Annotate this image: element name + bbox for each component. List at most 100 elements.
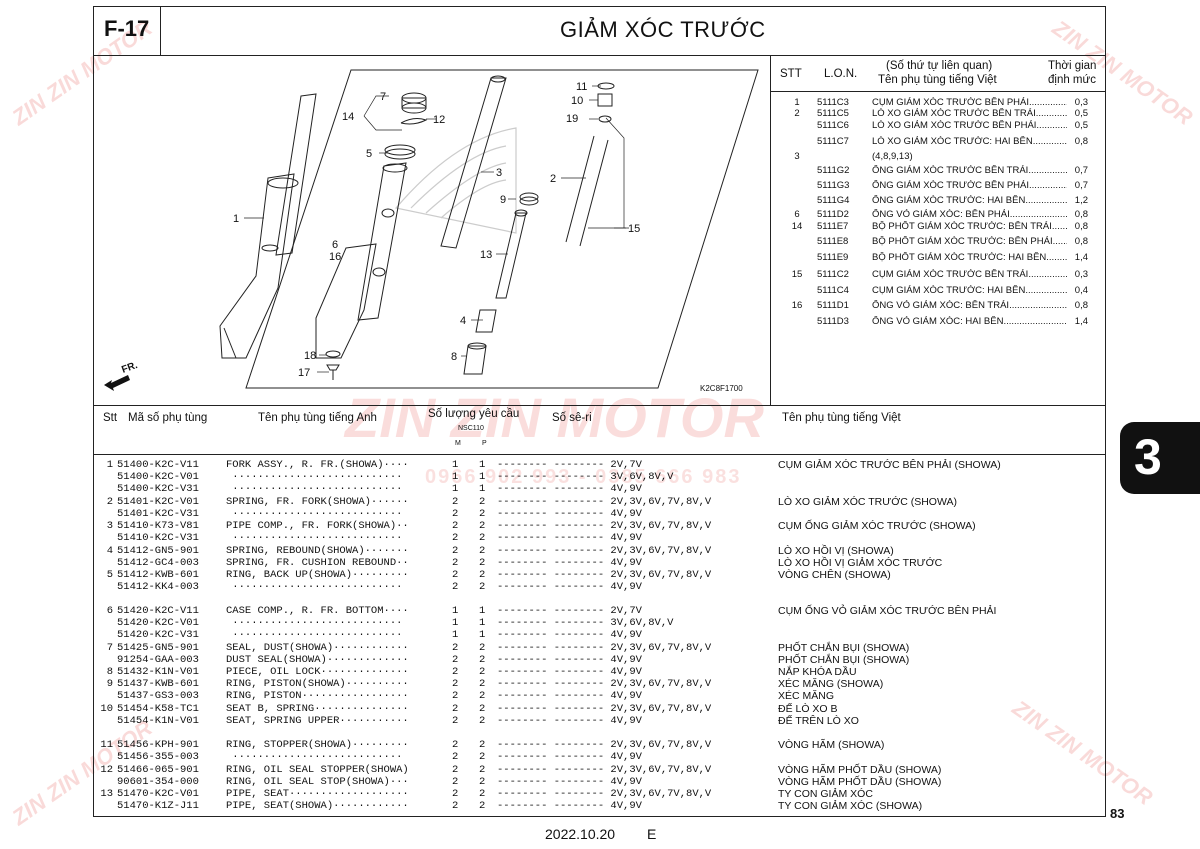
qty-m: 2 [452,520,459,532]
col-vietnamese-name: Tên phụ tùng tiếng Việt [782,412,901,424]
serial-range: -------- -------- 4V,9V [497,483,642,495]
part-number: 91254-GAA-003 [117,654,199,666]
part-number: 51470-K2C-V01 [117,788,199,800]
qty-m: 2 [452,776,459,788]
qty-m: 2 [452,800,459,812]
edition: E [647,826,657,842]
serial-range: -------- -------- 2V,3V,6V,7V,8V,V [497,788,712,800]
qty-m: 2 [452,715,459,727]
qty-m: 2 [452,751,459,763]
header-divider [94,55,1105,56]
serial-range: -------- -------- 4V,9V [497,557,642,569]
callout-18: 18 [304,350,316,362]
serial-range: -------- -------- 4V,9V [497,800,642,812]
ref-lon: 5111E7 [817,221,849,232]
ref-time: 0,3 [1068,97,1088,108]
english-name: RING, PISTON(SHOWA)·········· [226,678,409,690]
row-number: 3 [106,520,113,532]
qty-p: 2 [479,800,486,812]
ref-name: ỐNG VỎ GIẢM XÓC: BÊN TRÁI [872,300,1067,311]
row-number: 13 [100,788,113,800]
parts-header-top [94,405,1105,406]
ref-stt: 1 [794,97,800,108]
parts-header-bottom [94,454,1105,455]
front-arrow: FR. [104,360,139,391]
english-name: SPRING, REBOUND(SHOWA)······· [226,545,409,557]
english-name: ··························· [226,751,403,763]
qty-p: 2 [479,569,486,581]
vietnamese-name: TY CON GIẢM XÓC [778,788,873,800]
qty-m: 2 [452,764,459,776]
callout-19: 19 [566,113,578,125]
qty-m: 2 [452,569,459,581]
english-name: ··························· [226,581,403,593]
diagram-divider [770,55,771,405]
qty-p: 1 [479,471,486,483]
qty-p: 1 [479,459,486,471]
part-number: 90601-354-000 [117,776,199,788]
qty-m: 2 [452,642,459,654]
ref-lon: 5111E8 [817,236,849,247]
english-name: SPRING, FR. CUSHION REBOUND·· [226,557,409,569]
serial-range: -------- -------- 2V,3V,6V,7V,8V,V [497,764,712,776]
ref-name: (4,8,9,13) [872,151,913,162]
row-number: 9 [106,678,113,690]
ref-name: ỐNG VỎ GIẢM XÓC: BÊN PHẢI [872,209,1067,220]
ref-name: BỘ PHỐT GIẢM XÓC TRƯỚC: HAI BÊN [872,252,1067,263]
part-number: 51420-K2C-V11 [117,605,199,617]
part-number: 51454-K1N-V01 [117,715,199,727]
ref-stt: 14 [791,221,803,232]
ref-time: 0,8 [1068,136,1088,147]
english-name: PIECE, OIL LOCK·············· [226,666,409,678]
row-number: 12 [100,764,113,776]
vietnamese-name: VÒNG HÃM (SHOWA) [778,739,885,751]
vietnamese-name: XÉC MĂNG (SHOWA) [778,678,884,690]
english-name: ··························· [226,629,403,641]
qty-m: 1 [452,459,459,471]
vietnamese-name: NẮP KHÓA DẦU [778,666,857,678]
english-name: ··························· [226,471,403,483]
ref-name: CỤM GIẢM XÓC TRƯỚC BÊN TRÁI [872,269,1067,280]
part-number: 51400-K2C-V11 [117,459,199,471]
page-code: F-17 [104,16,150,41]
callout-1: 1 [233,213,239,225]
part-number: 51420-K2C-V31 [117,629,199,641]
exploded-diagram: FR. 1 2 3 4 5 6 7 8 9 10 11 12 13 14 15 … [104,69,759,391]
watermark-phone: 0966 902 993 - 0385 666 983 [425,466,742,488]
serial-range: -------- -------- 2V,3V,6V,7V,8V,V [497,496,712,508]
ref-lon: 5111G2 [817,165,850,176]
qty-m: 2 [452,678,459,690]
qty-p: 2 [479,776,486,788]
callout-10: 10 [571,95,583,107]
ref-lon: 5111D1 [817,300,849,311]
qty-p: 2 [479,666,486,678]
qty-p: 1 [479,483,486,495]
qty-p: 2 [479,557,486,569]
vietnamese-name: LÒ XO HỒI VỊ (SHOWA) [778,545,894,557]
callout-13: 13 [480,249,492,261]
ref-lon: 5111C4 [817,285,849,296]
figure-code: K2C8F1700 [700,384,743,393]
ref-name: LÒ XO GIẢM XÓC TRƯỚC BÊN TRÁI [872,108,1067,119]
ref-lon: 5111D2 [817,209,849,220]
qty-m: 2 [452,739,459,751]
qty-m: 1 [452,471,459,483]
part-number: 51401-K2C-V31 [117,508,199,520]
row-number: 1 [106,459,113,471]
english-name: RING, OIL SEAL STOPPER(SHOWA) [226,764,409,776]
ref-col-name-2: Tên phụ tùng tiếng Việt [878,74,997,86]
qty-p: 2 [479,520,486,532]
qty-m: 1 [452,483,459,495]
english-name: ··························· [226,508,403,520]
ref-stt: 16 [791,300,803,311]
serial-range: -------- -------- 4V,9V [497,751,642,763]
ref-time: 0,5 [1068,108,1088,119]
spring-drawing [565,135,609,247]
callout-3: 3 [496,167,502,179]
ref-lon: 5111G3 [817,180,850,191]
part-number: 51466-065-901 [117,764,199,776]
qty-m: 2 [452,654,459,666]
vietnamese-name: PHỐT CHẮN BỤI (SHOWA) [778,654,910,666]
col-english-name: Tên phụ tùng tiếng Anh [258,412,377,424]
col-model: NSC110 [458,425,484,432]
